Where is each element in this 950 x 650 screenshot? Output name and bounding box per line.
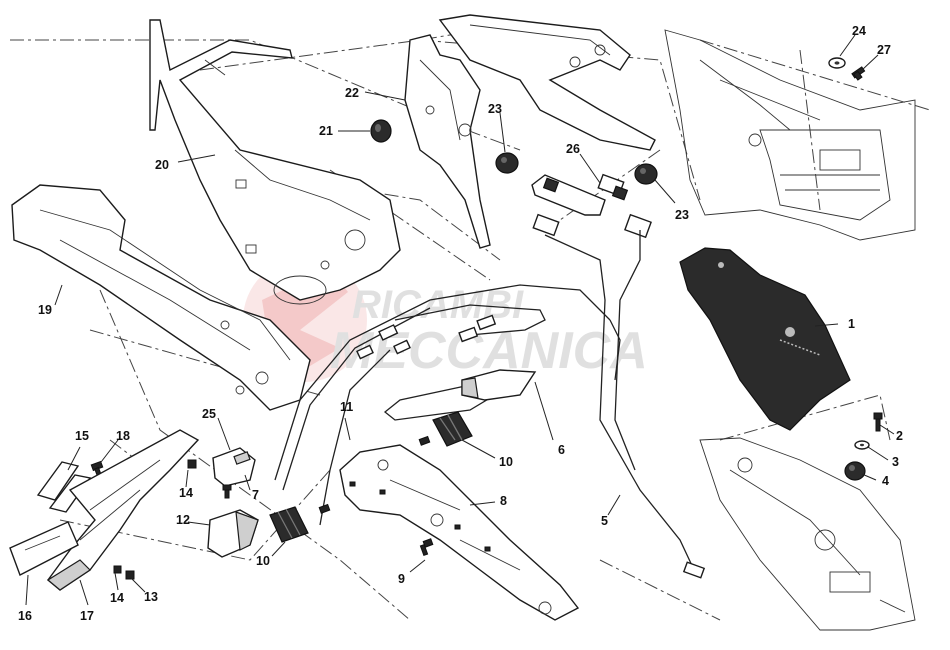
part-17-plate-holder [46,429,200,591]
part-23-grommet-right [634,163,658,185]
part-26-connector-set [531,173,652,239]
callout-22: 22 [345,86,359,100]
part-1-inner-mudguard [679,247,851,431]
callout-25: 25 [202,407,216,421]
callout-12: 12 [176,513,190,527]
callout-14-upper: 14 [179,486,193,500]
callout-26: 26 [566,142,580,156]
part-2-screw [873,412,883,432]
callout-24: 24 [852,24,866,38]
callout-23-lower: 23 [675,208,689,222]
part-19-side-panel [11,184,311,411]
callout-17: 17 [80,609,94,623]
part-25-plate-light [212,447,256,487]
watermark-line1: RICAMBI [352,283,524,327]
part-21-grommet [370,119,392,143]
part-14-nut-upper [187,459,197,469]
part-9-screw [419,538,434,557]
part-12-reflector [207,509,259,558]
part-3-washer [854,440,870,450]
callout-11: 11 [340,400,353,414]
callout-23-upper: 23 [488,102,502,116]
callout-labels: 1 2 3 4 5 6 7 8 9 10 10 11 12 13 14 14 1… [18,24,903,623]
part-rear-frame-bracket [699,437,916,631]
callout-5: 5 [601,514,608,528]
top-rail-assembly [438,14,656,151]
part-16-lens [9,521,79,576]
callout-13: 13 [144,590,158,604]
callout-27: 27 [877,43,891,57]
part-20-support-frame [149,19,401,305]
callout-10-lower: 10 [256,554,270,568]
part-23-grommet-left [495,152,519,174]
part-4-grommet [844,461,866,481]
callout-8: 8 [500,494,507,508]
callout-1: 1 [848,317,855,331]
callout-7: 7 [252,488,259,502]
part-10-rubber-mount-lower [269,506,309,543]
part-10-rubber-mount-upper [432,411,473,447]
part-22-bracket [404,34,491,249]
callout-4: 4 [882,474,889,488]
part-24-washer [828,57,846,69]
part-8-plate-bracket [339,444,580,621]
callout-19: 19 [38,303,52,317]
callout-18: 18 [116,429,130,443]
callout-3: 3 [892,455,899,469]
part-14-nut-lower [113,565,122,574]
callout-9: 9 [398,572,405,586]
callout-6: 6 [558,443,565,457]
part-wiring-harness [274,230,706,579]
callout-10-upper: 10 [499,455,513,469]
leader-lines [25,34,895,606]
part-13-nut [125,570,135,580]
callout-20: 20 [155,158,169,172]
part-small-screw-center [318,435,431,514]
callout-15: 15 [75,429,89,443]
callout-2: 2 [896,429,903,443]
watermark-line2: MECCANICA [330,322,648,380]
callout-14-lower: 14 [110,591,124,605]
callout-21: 21 [319,124,333,138]
callout-16: 16 [18,609,32,623]
part-seat-subframe [664,29,916,241]
part-7-screw [222,484,232,499]
part-6-turn-indicator [461,369,537,401]
